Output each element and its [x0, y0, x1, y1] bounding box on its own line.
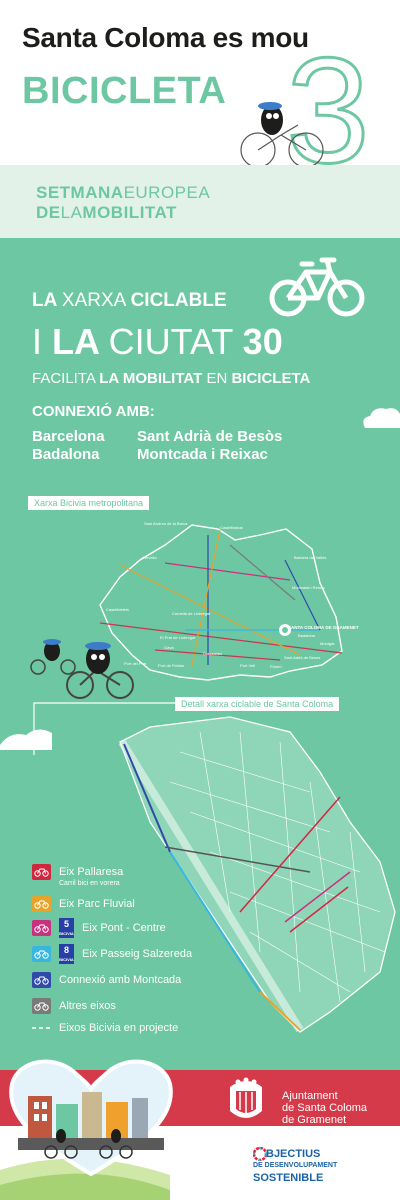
legend-item-altres-eixos: Altres eixos [32, 996, 116, 1016]
map-label-montgat: Montgat [320, 641, 335, 646]
connexio-title: CONNEXIÓ AMB: [32, 403, 155, 420]
map-label-drassanes: Drassanes [203, 651, 222, 656]
map-label-castelldefels: Castelldefels [106, 607, 129, 612]
page-title: Santa Coloma es mou [22, 22, 309, 53]
map-label-port-prat: Port del Prat [124, 661, 147, 666]
map-label-montcada: Montcada i Reixac [292, 585, 325, 590]
map-label-forum: Fòrum [270, 664, 282, 669]
mascot-cyclists-icon [30, 639, 134, 699]
detail-map-label: Detall xarxa ciclable de Santa Coloma [175, 697, 340, 711]
map-label-port-vell: Port Vell [240, 663, 255, 668]
bike-icon [32, 972, 51, 988]
map-label-badalona: Badalona [298, 633, 316, 638]
map-label-santa-coloma: SANTA COLOMA DE GRAMENET [288, 625, 359, 630]
sdg-wheel-icon [253, 1147, 267, 1161]
map-label-gava: Gavà [164, 645, 174, 650]
ajuntament-name: Ajuntament de Santa Coloma de Gramenet [282, 1090, 367, 1126]
city-sant-adria: Sant Adrià de Besòs [137, 428, 283, 445]
bicycle-icon [269, 257, 365, 317]
detail-map-frame [0, 702, 175, 755]
big-three-graphic: 3 [285, 50, 371, 175]
map-label-castellbisbal: Castellbisbal [220, 525, 243, 530]
map-label-el-prat: El Prat de Llobregat [160, 635, 196, 640]
bike-icon [32, 920, 51, 936]
city-barcelona: Barcelona [32, 428, 105, 445]
headline-line-2: I LA CIUTAT 30 [32, 321, 283, 362]
metro-map-label: Xarxa Bicivia metropolitana [28, 496, 150, 510]
week-line-2: DELAMOBILITAT [36, 203, 177, 222]
city-badalona: Badalona [32, 446, 100, 463]
map-label-sant-adria: Sant Adrià de Besòs [284, 655, 320, 660]
bike-icon [32, 896, 51, 912]
page-subtitle: BICICLETA [22, 70, 227, 112]
big-number: 3 [286, 50, 369, 175]
mascot-cyclist-icon [240, 102, 324, 168]
ajuntament-coat-of-arms-icon [230, 1077, 262, 1118]
detail-map [118, 716, 396, 1033]
header [0, 0, 400, 165]
ods-line-3: SOSTENIBLE [253, 1172, 324, 1184]
hills-graphic [0, 1158, 170, 1200]
dashed-line-icon [32, 1027, 51, 1029]
map-label-port-polidor: Port de Polidor [158, 663, 185, 668]
legend-item-bicivia-projecte: Eixos Bicivia en projecte [32, 1018, 178, 1038]
map-label-sant-andreu: Sant Andreu de la Barca [144, 521, 188, 526]
bike-icon [32, 864, 51, 880]
legend-item-pallaresa: Eix Pallaresa [32, 862, 123, 882]
cloud-icon [363, 408, 400, 428]
bike-icon [32, 946, 51, 962]
heart-city-illustration [9, 1059, 173, 1177]
legend-note-pallaresa: Carril bici en vorera [59, 880, 120, 887]
map-label-cornella: Cornellà de Llobregat [172, 611, 211, 616]
map-label-cervello: Cervelló [142, 555, 157, 560]
metro-map: SANTA COLOMA DE GRAMENET Sant Andreu de … [99, 521, 359, 681]
legend-item-connexio-montcada: Connexió amb Montcada [32, 970, 181, 990]
headline-line-1: LA XARXA CICLABLE [32, 290, 227, 311]
city-montcada: Montcada i Reixac [137, 446, 268, 463]
headline-line-3: FACILITA LA MOBILITAT EN BICICLETA [32, 370, 311, 387]
bike-icon [32, 998, 51, 1014]
week-band [0, 165, 400, 238]
week-line-1: SETMANAEUROPEA [36, 183, 211, 202]
legend-item-parc-fluvial: Eix Parc Fluvial [32, 894, 135, 914]
ods-line-1: BJECTIUS [266, 1148, 321, 1160]
ods-line-2: DE DESENVOLUPAMENT [253, 1162, 338, 1169]
map-label-barbera: Barberà del Vallès [294, 555, 326, 560]
